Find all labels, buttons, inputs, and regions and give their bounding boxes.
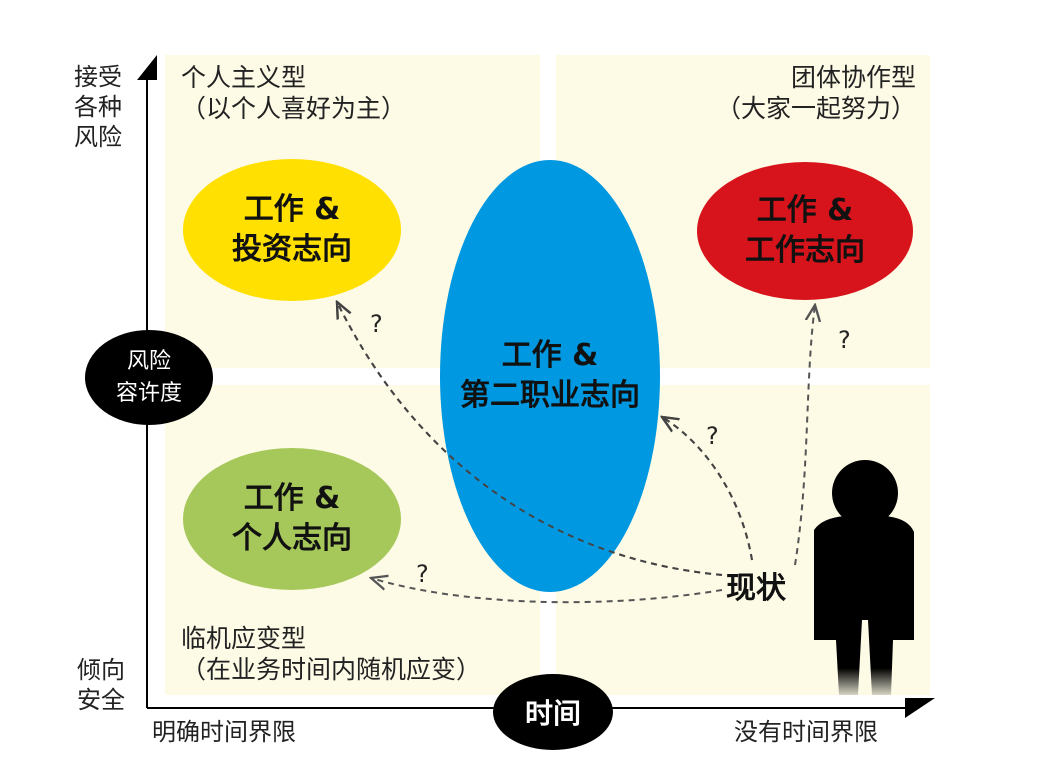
current-status-label: 现状 <box>726 571 786 606</box>
x-axis-arrowhead <box>905 698 935 718</box>
arrow-to-green <box>371 578 723 604</box>
y-axis-arrowhead <box>137 55 157 80</box>
question-mark-green: ? <box>416 560 429 588</box>
quadrant-bottom-left-title: 临机应变型（在业务时间内随机应变） <box>181 624 482 684</box>
ellipse-work-investment: 工作 &投资志向 <box>183 159 401 301</box>
quadrant-top-left-title: 个人主义型（以个人喜好为主） <box>181 63 407 123</box>
y-axis-bottom-label: 倾向安全 <box>77 656 125 714</box>
ellipse-work-second-job: 工作 &第二职业志向 <box>440 160 660 592</box>
ellipse-work-work: 工作 &工作志向 <box>697 162 913 300</box>
x-axis-left-label: 明确时间界限 <box>152 718 296 746</box>
time-badge: 时间 <box>493 674 613 750</box>
question-mark-red: ? <box>838 326 851 354</box>
ellipse-work-personal: 工作 &个人志向 <box>183 448 401 590</box>
x-axis-right-label: 没有时间界限 <box>734 718 878 746</box>
question-mark-blue: ? <box>706 422 719 450</box>
risk-tolerance-badge: 风险容许度 <box>85 330 213 425</box>
question-mark-yellow: ? <box>370 310 383 338</box>
quadrant-top-right-title: 团体协作型（大家一起努力） <box>715 63 916 123</box>
y-axis-top-label: 接受各种风险 <box>74 63 122 151</box>
arrow-to-red <box>794 305 815 566</box>
